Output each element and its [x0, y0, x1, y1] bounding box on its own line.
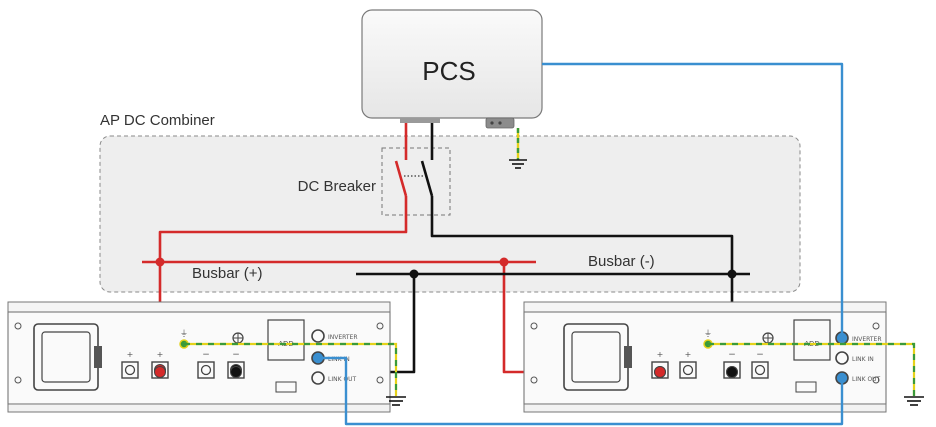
svg-text:INVERTER: INVERTER	[328, 334, 358, 341]
busbar-neg-node-left	[409, 269, 419, 279]
busbar-pos-node-right	[499, 257, 509, 267]
dc-breaker: DC Breaker	[298, 147, 451, 216]
ground-symbol-icon	[904, 396, 924, 406]
breaker-label: DC Breaker	[298, 178, 376, 195]
busbar-pos-label: Busbar (+)	[192, 265, 262, 282]
connector-icon: −	[197, 350, 215, 379]
svg-text:−: −	[232, 350, 240, 360]
svg-text:LINK IN: LINK IN	[328, 356, 350, 363]
svg-text:−: −	[728, 350, 736, 360]
svg-text:+: +	[157, 350, 164, 359]
ground-symbol-icon	[386, 396, 406, 406]
battery-right-ground	[708, 342, 924, 406]
svg-text:−: −	[202, 350, 210, 360]
pcs-unit: PCS	[361, 9, 543, 129]
connector-icon: +	[679, 350, 697, 379]
battery-left-ground	[184, 342, 406, 406]
svg-text:⏚: ⏚	[180, 329, 188, 338]
svg-text:INVERTER: INVERTER	[852, 336, 882, 343]
inverter-port: INVERTER	[311, 329, 358, 343]
battery-module-right: + + − − ⏚ ADD INVERTER	[523, 301, 887, 413]
link-out-port: LINK OUT	[311, 371, 357, 385]
svg-text:+: +	[657, 350, 664, 359]
busbar-neg-label: Busbar (-)	[588, 253, 655, 270]
pcs-dc-terminal	[400, 118, 440, 123]
communication-wiring	[318, 62, 844, 426]
ground-symbol-icon	[509, 159, 527, 169]
svg-text:+: +	[127, 350, 134, 359]
svg-text:⏚: ⏚	[704, 329, 712, 338]
link-in-port: LINK IN	[835, 351, 874, 365]
combiner-label: AP DC Combiner	[100, 112, 215, 129]
svg-text:−: −	[756, 350, 764, 360]
svg-text:LINK OUT: LINK OUT	[852, 376, 881, 383]
busbar-pos-node-left	[155, 257, 165, 267]
connector-icon: −	[751, 350, 769, 379]
svg-text:LINK IN: LINK IN	[852, 356, 874, 363]
pcs-label: PCS	[422, 56, 475, 86]
svg-text:+: +	[685, 350, 692, 359]
pcs-ground	[509, 128, 527, 169]
busbar-neg-node-right	[727, 269, 737, 279]
svg-text:LINK OUT: LINK OUT	[328, 376, 357, 383]
connector-icon: +	[121, 350, 139, 379]
